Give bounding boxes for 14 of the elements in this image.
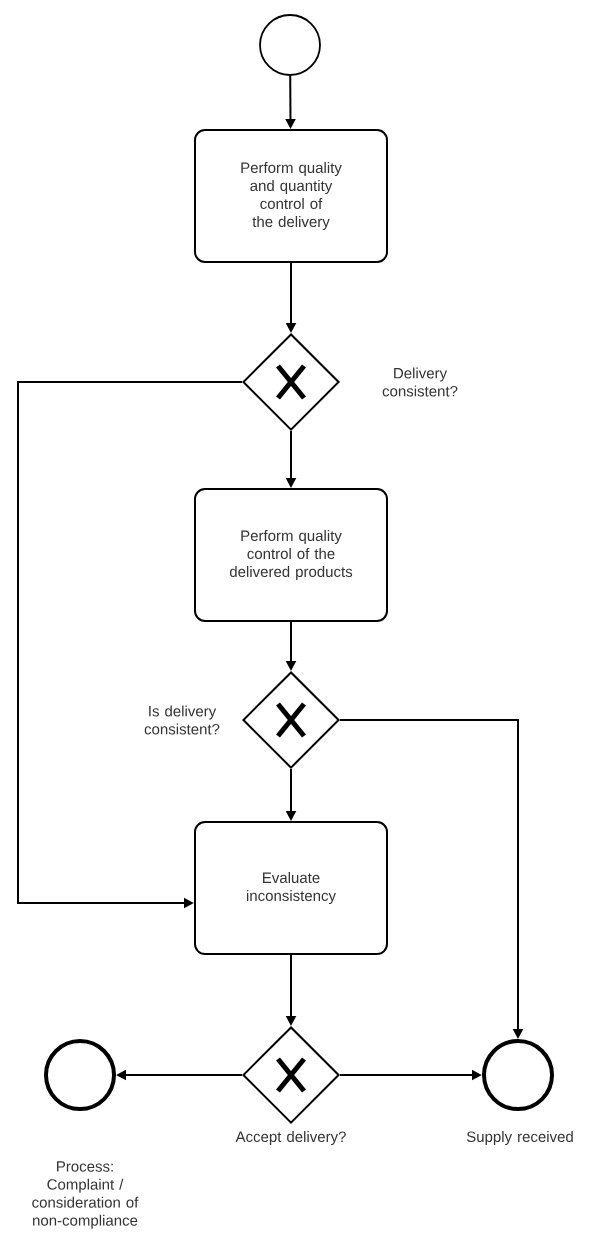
gateway-label: Supply received (466, 1131, 573, 1145)
gateway-diamond (242, 671, 340, 769)
end-event-circle (482, 1039, 554, 1111)
gateway-label: Delivery consistent? (382, 367, 458, 397)
task-box: Perform quality control of the delivered products (194, 488, 388, 622)
start-event-circle (259, 14, 321, 76)
task-box: Perform quality and quantity control of the delivery (194, 129, 388, 263)
task-box: Evaluate inconsistency (194, 821, 388, 955)
end-event-circle (44, 1039, 116, 1111)
gateway-label: Accept delivery? (235, 1131, 346, 1145)
gateway-diamond (242, 333, 340, 431)
gateway-diamond (242, 1026, 340, 1124)
gateway-label: Process: Complaint / consideration of non-compliance (32, 1161, 139, 1229)
gateway-label: Is delivery consistent? (144, 705, 220, 735)
